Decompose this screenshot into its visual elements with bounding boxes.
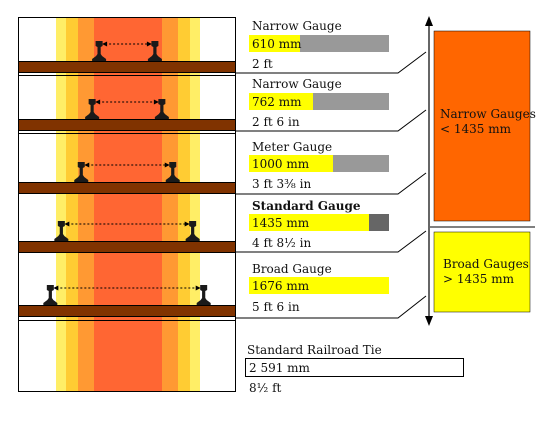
gauge-dimension-arrow-left-4 bbox=[64, 221, 70, 227]
range-arrow-top-head bbox=[425, 16, 433, 26]
gauge-imperial-5: 5 ft 6 in bbox=[252, 300, 300, 314]
tie-3 bbox=[18, 182, 236, 194]
gauge-mm-5: 1676 mm bbox=[252, 279, 310, 293]
gauge-bar-2-fill bbox=[249, 93, 313, 110]
narrow-gauges-label: Narrow Gauges < 1435 mm bbox=[440, 107, 536, 137]
gauge-dimension-arrow-right-4 bbox=[184, 221, 190, 227]
gauge-imperial-4: 4 ft 8½ in bbox=[252, 236, 312, 250]
tie-5 bbox=[18, 305, 236, 317]
leader-line-1 bbox=[236, 51, 427, 74]
gauge-dimension-arrow-right-2 bbox=[153, 99, 159, 105]
leader-line-4 bbox=[236, 230, 427, 253]
rail-right-5 bbox=[196, 285, 211, 305]
gauge-name-4: Standard Gauge bbox=[252, 199, 361, 213]
range-arrow bbox=[425, 16, 433, 326]
range-arrow-bottom-head bbox=[425, 316, 433, 326]
tie-2 bbox=[18, 119, 236, 131]
gauge-mm-4: 1435 mm bbox=[252, 216, 310, 230]
gauge-name-1: Narrow Gauge bbox=[252, 19, 342, 33]
rail-right-2 bbox=[154, 99, 169, 119]
gauge-bar-1-fill bbox=[249, 35, 300, 52]
rail-right-3 bbox=[165, 162, 180, 182]
tie-mm: 2 591 mm bbox=[249, 361, 310, 375]
background-bands bbox=[56, 17, 200, 392]
broad-gauges-box bbox=[433, 231, 531, 313]
tie-4 bbox=[18, 241, 236, 253]
narrow-gauges-box bbox=[433, 30, 531, 222]
gauge-imperial-2: 2 ft 6 in bbox=[252, 115, 300, 129]
gauge-bar-4-fill bbox=[249, 214, 369, 231]
gauge-mm-3: 1000 mm bbox=[252, 157, 310, 171]
broad-gauges-label: Broad Gauges > 1435 mm bbox=[443, 257, 529, 287]
gauge-name-3: Meter Gauge bbox=[252, 140, 333, 154]
gauge-imperial-1: 2 ft bbox=[252, 57, 273, 71]
rails-layer bbox=[43, 41, 211, 305]
gauge-dimension-arrow-left-5 bbox=[53, 285, 59, 291]
leader-line-5 bbox=[236, 295, 427, 319]
gauge-dimension-arrow-left-1 bbox=[102, 41, 108, 47]
gauge-dimension-arrow-left-3 bbox=[84, 162, 90, 168]
tie-length-box bbox=[245, 358, 464, 377]
broad-gauges-label-line2: > 1435 mm bbox=[443, 272, 514, 286]
rail-right-1 bbox=[147, 41, 162, 61]
tie-name: Standard Railroad Tie bbox=[247, 343, 382, 357]
gauge-mm-2: 762 mm bbox=[252, 95, 302, 109]
gauge-name-5: Broad Gauge bbox=[252, 262, 332, 276]
rail-right-4 bbox=[185, 221, 200, 241]
leader-line-2 bbox=[236, 109, 427, 132]
gauge-dimension-arrow-right-5 bbox=[195, 285, 201, 291]
ties bbox=[18, 61, 236, 317]
gauge-dimension-arrow-left-2 bbox=[95, 99, 101, 105]
gauge-bar-3-fill bbox=[249, 155, 333, 172]
gauge-name-2: Narrow Gauge bbox=[252, 77, 342, 91]
gauge-dimension-arrow-right-1 bbox=[146, 41, 152, 47]
rail-left-5 bbox=[43, 285, 58, 305]
rail-left-2 bbox=[85, 99, 100, 119]
tie-1 bbox=[18, 61, 236, 73]
tie-imperial: 8½ ft bbox=[249, 381, 282, 395]
leader-lines bbox=[236, 51, 427, 319]
narrow-gauges-label-line2: < 1435 mm bbox=[440, 122, 511, 136]
rail-left-4 bbox=[54, 221, 69, 241]
rail-left-3 bbox=[74, 162, 89, 182]
gauge-imperial-3: 3 ft 3⅜ in bbox=[252, 177, 312, 191]
rail-left-1 bbox=[92, 41, 107, 61]
narrow-gauges-label-line1: Narrow Gauges bbox=[440, 107, 536, 121]
leader-line-3 bbox=[236, 172, 427, 195]
gauge-bar-5-fill bbox=[249, 277, 389, 294]
gauge-dimension-arrow-right-3 bbox=[164, 162, 170, 168]
gauge-mm-1: 610 mm bbox=[252, 37, 302, 51]
broad-gauges-label-line1: Broad Gauges bbox=[443, 257, 529, 271]
